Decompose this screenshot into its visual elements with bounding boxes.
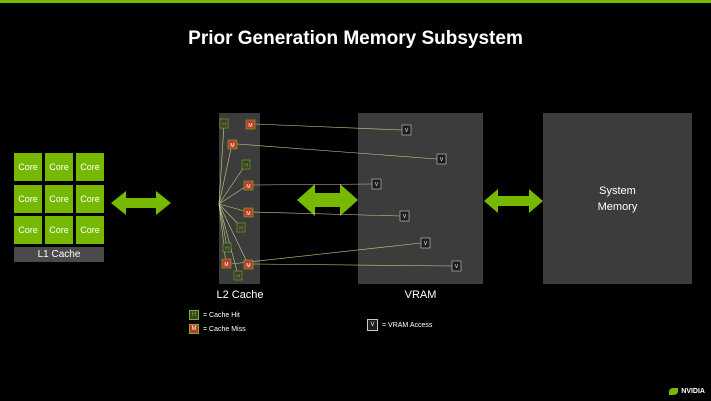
l2-cache-box <box>219 113 260 284</box>
svg-text:M: M <box>248 123 252 129</box>
cache-hit-marker: H <box>233 270 243 281</box>
accent-bar <box>0 0 711 3</box>
cache-miss-marker: M <box>221 258 232 269</box>
logo-text: NVIDIA <box>681 388 705 395</box>
system-memory-box: System Memory <box>543 113 692 284</box>
system-memory-label-line2: Memory <box>597 200 638 213</box>
core-block: Core <box>76 185 104 213</box>
double-arrow-l2-vram <box>297 184 358 216</box>
cache-miss-marker: M <box>243 180 254 191</box>
l1-cache-label: L1 Cache <box>14 247 104 262</box>
legend-vram-access: V = VRAM Access <box>367 319 432 331</box>
cache-miss-marker: M <box>243 259 254 270</box>
svg-text:H: H <box>225 246 229 252</box>
svg-text:V: V <box>375 182 379 188</box>
nvidia-eye-icon <box>669 388 679 395</box>
vram-access-icon: V <box>367 319 378 331</box>
double-arrow-vram-sysmem <box>484 189 543 213</box>
request-lines <box>218 123 453 276</box>
svg-text:V: V <box>455 264 459 270</box>
vram-access-marker: V <box>451 260 462 272</box>
svg-text:M: M <box>246 211 250 217</box>
svg-text:H: H <box>222 122 226 128</box>
svg-text:M: M <box>224 262 228 268</box>
vram-access-marker: V <box>371 178 382 190</box>
svg-text:V: V <box>405 128 409 134</box>
vram-access-marker: V <box>420 237 431 249</box>
vram-access-marker: V <box>399 210 410 222</box>
svg-text:H: H <box>239 226 243 232</box>
vram-access-marker: V <box>436 153 447 165</box>
cache-miss-marker: M <box>227 139 238 150</box>
cache-hit-legend-text: = Cache Hit <box>203 311 240 319</box>
svg-text:V: V <box>424 241 428 247</box>
system-memory-label-line1: System <box>599 184 636 197</box>
svg-text:M: M <box>246 184 250 190</box>
cache-hit-marker: H <box>236 222 246 233</box>
cache-hit-marker: H <box>219 118 229 129</box>
svg-text:H: H <box>236 274 240 280</box>
cache-miss-marker: M <box>243 207 254 218</box>
vram-label: VRAM <box>404 289 437 301</box>
core-block: Core <box>14 153 42 181</box>
double-arrow-l1-l2 <box>111 191 171 215</box>
nvidia-logo: NVIDIA <box>669 388 705 395</box>
svg-text:M: M <box>230 143 234 149</box>
cache-hit-icon: H <box>189 310 199 320</box>
core-block: Core <box>45 185 73 213</box>
cache-miss-marker: M <box>245 119 256 130</box>
svg-text:V: V <box>403 214 407 220</box>
core-block: Core <box>76 216 104 244</box>
slide-title: Prior Generation Memory Subsystem <box>188 28 523 49</box>
core-block: Core <box>76 153 104 181</box>
svg-text:H: H <box>244 163 248 169</box>
svg-text:V: V <box>440 157 444 163</box>
core-block: Core <box>14 216 42 244</box>
l2-cache-label: L2 Cache <box>216 289 264 301</box>
core-block: Core <box>45 153 73 181</box>
legend-cache-hit: H = Cache Hit <box>189 310 240 320</box>
cache-hit-marker: H <box>241 159 251 170</box>
cache-miss-legend-text: = Cache Miss <box>203 325 246 333</box>
core-block: Core <box>14 185 42 213</box>
cache-miss-icon: M <box>189 324 199 334</box>
vram-access-legend-text: = VRAM Access <box>382 321 433 329</box>
legend-cache-miss: M = Cache Miss <box>189 324 246 334</box>
cache-hit-marker: H <box>222 242 232 253</box>
vram-box <box>358 113 483 284</box>
core-block: Core <box>45 216 73 244</box>
svg-text:M: M <box>246 263 250 269</box>
vram-access-marker: V <box>401 124 412 136</box>
